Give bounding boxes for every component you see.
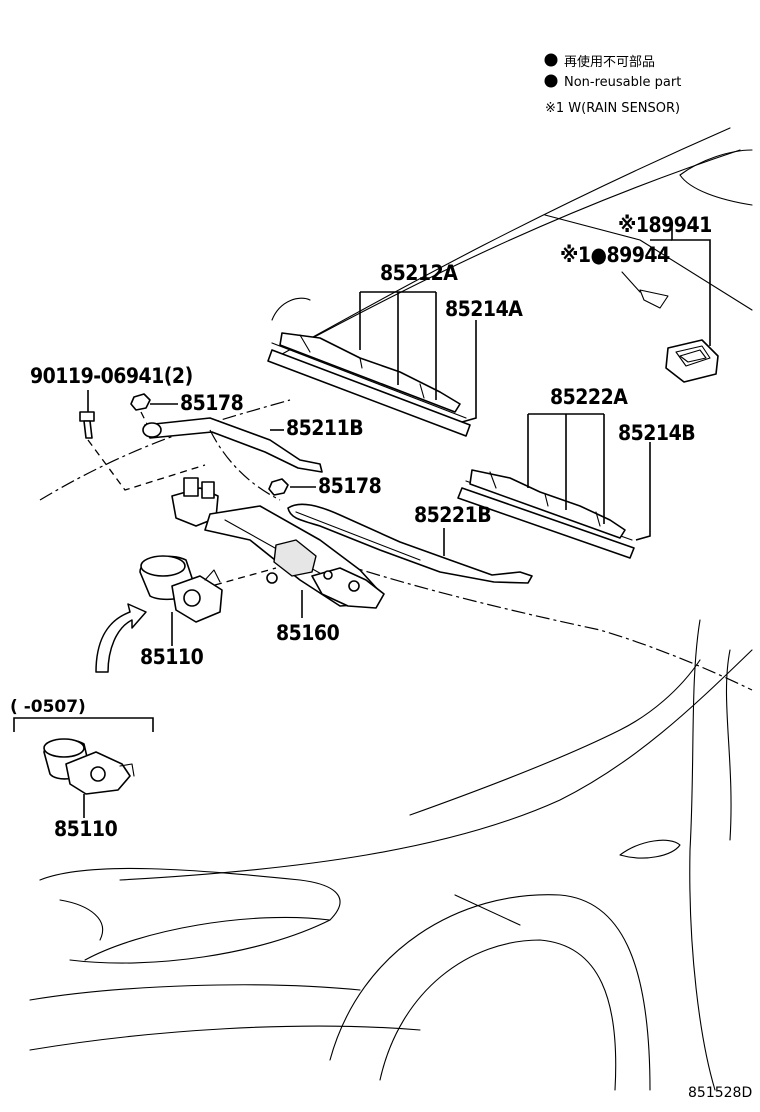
label-85160: 85160 <box>276 621 340 645</box>
curved-arrow-icon <box>95 603 147 673</box>
leader-85212A <box>359 291 437 400</box>
arch-detail <box>454 894 521 926</box>
legend-note-rain-sensor: ※1 W(RAIN SENSOR) <box>545 101 680 116</box>
arm-sweep-a <box>209 429 281 501</box>
label-85178-lower: 85178 <box>318 474 381 498</box>
blade-refill-a <box>271 342 467 419</box>
non-reusable-dot-icon <box>544 74 558 88</box>
hood-fender-edge <box>119 649 753 881</box>
rain-sensor <box>665 339 719 383</box>
wiper-motor-alt <box>43 738 135 795</box>
bolt-90119 <box>79 411 95 439</box>
label-85214B: 85214B <box>618 421 695 445</box>
link-pivot-left-shaft-2 <box>201 481 215 499</box>
side-marker <box>619 839 681 859</box>
roof-edge-2 <box>679 174 753 206</box>
drawing-code: 851528D <box>688 1085 752 1101</box>
legend-non-reusable-jp: 再使用不可部品 <box>564 54 655 70</box>
link-grommet <box>266 572 278 584</box>
motor-to-link-path <box>214 567 277 586</box>
headlamp-outline <box>39 867 341 964</box>
link-bolt <box>323 570 333 580</box>
fender-crease <box>725 649 732 841</box>
arm-pivot-a <box>142 422 162 438</box>
motor-connector <box>204 569 221 583</box>
label-range-0507: ( -0507) <box>10 697 86 717</box>
nut-body <box>130 393 151 411</box>
motor-output <box>183 589 201 607</box>
rain-sensor-face <box>675 345 711 367</box>
label-85110-alt: 85110 <box>54 817 118 841</box>
blade-frame-a <box>279 332 461 413</box>
headlamp-detail <box>59 899 103 941</box>
arm-body-b <box>287 503 533 584</box>
wiper-motor-main <box>139 555 223 623</box>
label-89941: ※189941 <box>618 213 712 237</box>
leader-85222A <box>527 413 605 524</box>
nut-body-2 <box>268 478 289 496</box>
wiper-blade-passenger <box>457 469 635 559</box>
wheel-arch-outer <box>329 894 651 1091</box>
link-pivot-right-bolt <box>348 580 360 592</box>
label-85222A: 85222A <box>550 385 628 409</box>
fender-front-line <box>689 619 716 1091</box>
leader-85214A <box>461 320 477 423</box>
label-85221B: 85221B <box>414 503 491 527</box>
legend-non-reusable-en: Non-reusable part <box>564 75 681 90</box>
label-85214A: 85214A <box>445 297 523 321</box>
link-motor-bracket <box>273 539 317 577</box>
wiper-arm-driver <box>142 417 323 473</box>
blade-tip-a <box>271 297 311 321</box>
windshield-inner-edge <box>289 149 741 351</box>
blade-rubber-b <box>457 487 635 559</box>
arm-body-a <box>144 417 323 473</box>
alt-motor-output <box>90 766 106 782</box>
blade-rubber-a <box>267 349 471 437</box>
bumper-line-1 <box>29 984 361 1001</box>
nut-85178-lower <box>268 478 289 496</box>
nut-85178-upper <box>130 393 151 411</box>
bumper-line-2 <box>29 1025 421 1051</box>
wiper-link-assembly <box>171 477 385 609</box>
vehicle-body-outline <box>29 127 753 1091</box>
non-reusable-dot-icon <box>544 53 558 67</box>
windshield-top-edge <box>274 127 731 359</box>
arm-b-rib <box>295 511 421 561</box>
wiper-blade-driver <box>267 297 471 437</box>
wiper-arm-passenger <box>287 503 533 584</box>
cowl-line <box>39 399 291 501</box>
range-bracket <box>13 717 154 732</box>
wheel-arch-inner <box>379 939 617 1091</box>
a-pillar <box>544 214 753 311</box>
roof-edge <box>679 149 753 176</box>
label-85178-upper: 85178 <box>180 391 243 415</box>
bolt-install-path <box>87 439 206 491</box>
label-85211B: 85211B <box>286 416 363 440</box>
label-90119: 90119-06941(2) <box>30 364 193 388</box>
label-85212A: 85212A <box>380 261 458 285</box>
bolt-head <box>79 411 95 422</box>
blade-joints-a <box>299 334 425 399</box>
rain-sensor-window <box>679 349 707 363</box>
sensor-lead <box>621 271 641 293</box>
motor-can-end <box>140 555 186 577</box>
headlamp-inner <box>84 916 331 961</box>
alt-motor-can-end <box>43 738 85 758</box>
bolt-shank <box>83 420 93 439</box>
alt-motor-connector <box>119 763 135 777</box>
leader-85214B <box>635 442 651 541</box>
link-pivot-left-shaft <box>183 477 199 497</box>
leader-89941 <box>671 225 711 346</box>
label-85110-main: 85110 <box>140 645 204 669</box>
hood-character-line <box>409 659 701 816</box>
sensor-mark <box>639 289 669 309</box>
legend: 再使用不可部品 Non-reusable part ※1 W(RAIN SENS… <box>544 53 681 116</box>
label-89944: ※1●89944 <box>560 243 670 267</box>
blade-joints-b <box>489 471 601 527</box>
